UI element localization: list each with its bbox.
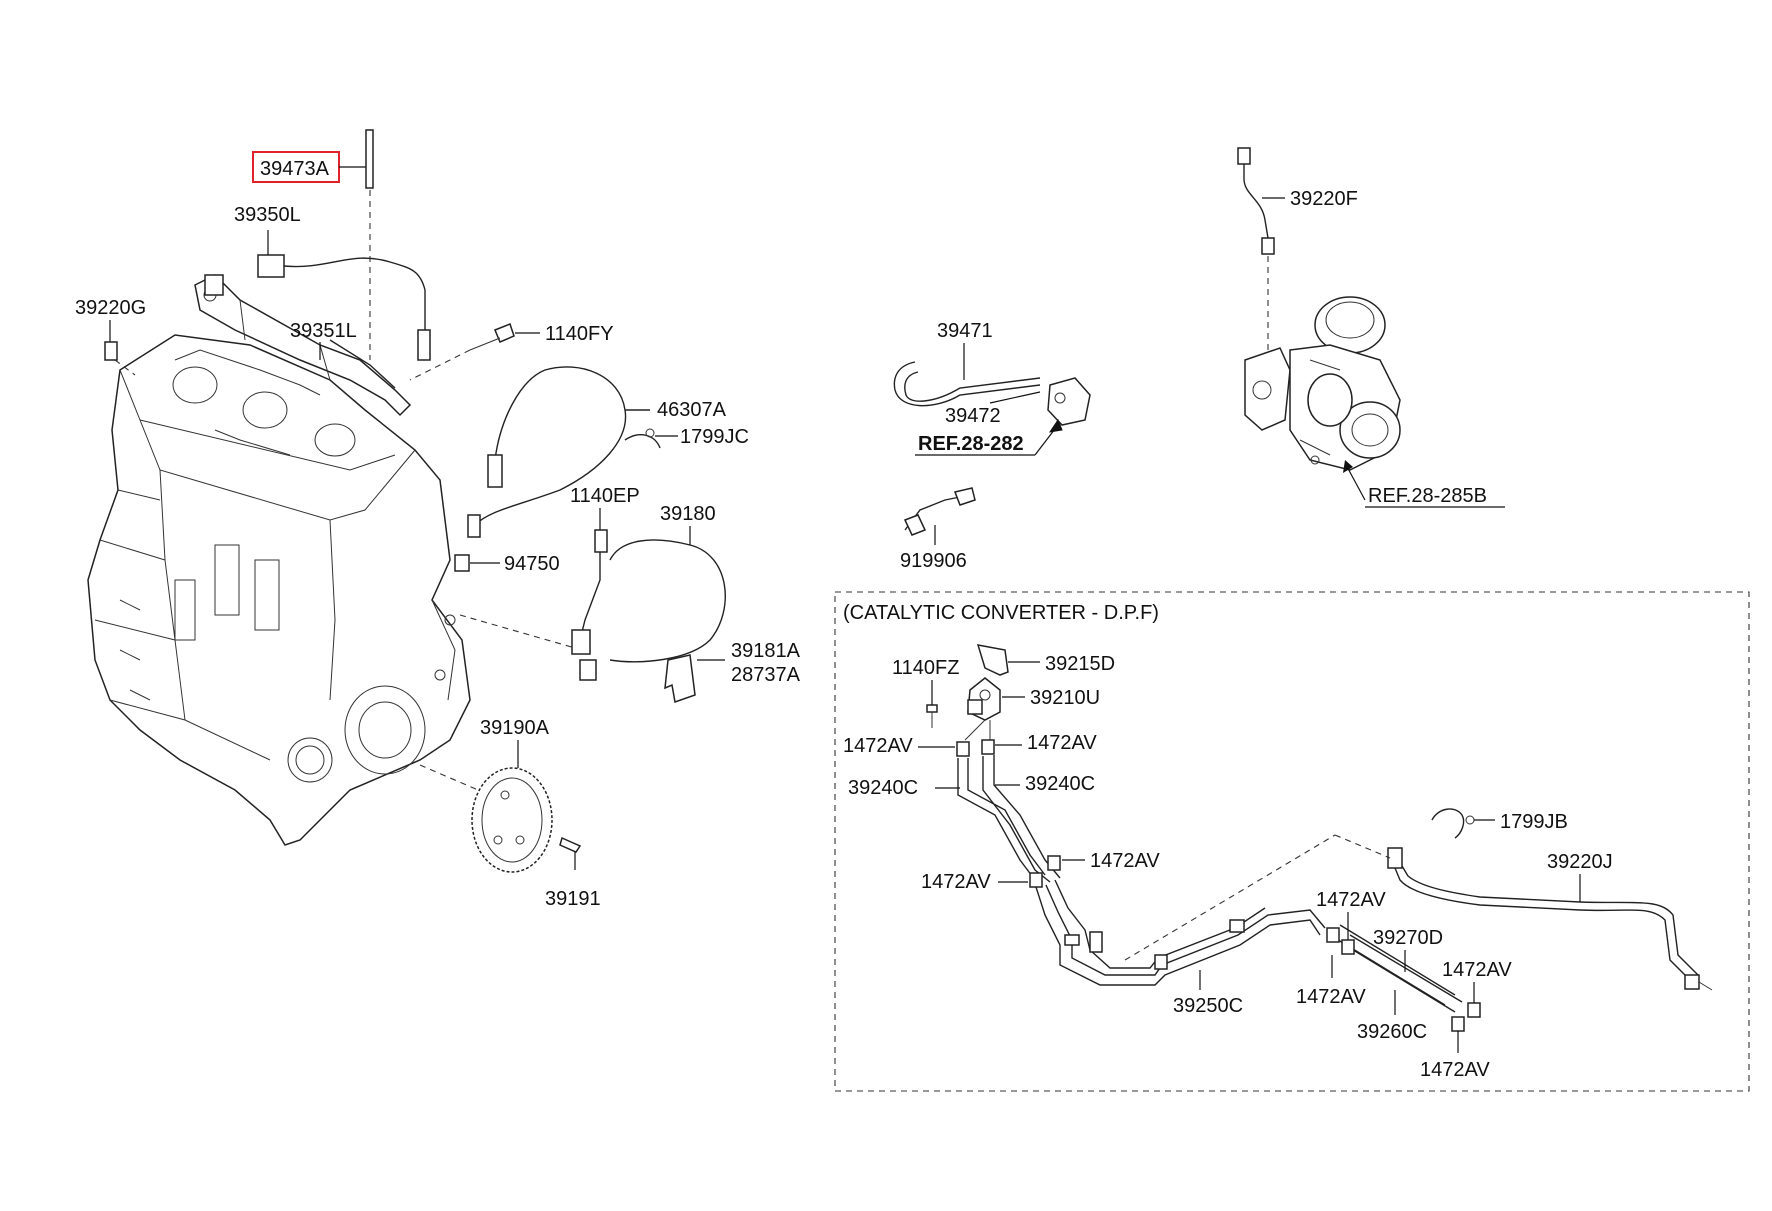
sensor-39180 <box>459 529 726 681</box>
clip-919906 <box>903 487 976 536</box>
label-39270D[interactable]: 39270D <box>1373 927 1443 949</box>
label-1140FZ[interactable]: 1140FZ <box>892 657 959 679</box>
label-1472AV-h[interactable]: 1472AV <box>1420 1059 1490 1081</box>
label-1140EP[interactable]: 1140EP <box>570 485 640 507</box>
label-46307A[interactable]: 46307A <box>657 399 727 421</box>
label-39210U[interactable]: 39210U <box>1030 687 1100 709</box>
label-39472[interactable]: 39472 <box>945 405 1001 427</box>
label-39181A[interactable]: 39181A <box>731 640 801 662</box>
label-39471[interactable]: 39471 <box>937 320 993 342</box>
label-1472AV-a[interactable]: 1472AV <box>843 735 913 757</box>
ref-28-285B[interactable]: REF.28-285B <box>1368 485 1487 507</box>
label-39220G[interactable]: 39220G <box>75 297 146 319</box>
clamp-1472AV-a <box>956 741 970 757</box>
label-1472AV-b[interactable]: 1472AV <box>1027 732 1097 754</box>
part-39473A-group[interactable]: 39473A <box>252 129 374 360</box>
turbocharger-illustration <box>1244 296 1401 471</box>
harness-39351L-illustration <box>194 230 431 417</box>
label-39190A[interactable]: 39190A <box>480 717 550 739</box>
label-39215D[interactable]: 39215D <box>1045 653 1115 675</box>
label-39260C[interactable]: 39260C <box>1357 1021 1427 1043</box>
label-94750[interactable]: 94750 <box>504 553 560 575</box>
hoses-39270D-39260C <box>1326 924 1481 1032</box>
label-1472AV-g[interactable]: 1472AV <box>1296 986 1366 1008</box>
bracket-39181A <box>664 654 696 703</box>
label-39350L[interactable]: 39350L <box>234 204 301 226</box>
label-919906[interactable]: 919906 <box>900 550 967 572</box>
engine-block-illustration <box>87 334 471 846</box>
label-39240C-a[interactable]: 39240C <box>848 777 918 799</box>
label-1472AV-f[interactable]: 1472AV <box>1442 959 1512 981</box>
bolt-1140FY <box>409 323 515 381</box>
label-39250C[interactable]: 39250C <box>1173 995 1243 1017</box>
label-1472AV-d[interactable]: 1472AV <box>921 871 991 893</box>
label-39220J[interactable]: 39220J <box>1547 851 1613 873</box>
label-39351L[interactable]: 39351L <box>290 320 357 342</box>
pipes-39250C <box>1035 879 1326 986</box>
label-1799JC[interactable]: 1799JC <box>680 426 749 448</box>
dpf-section-box <box>834 591 1750 1092</box>
label-28737A[interactable]: 28737A <box>731 664 801 686</box>
tone-wheel-39190A <box>419 764 553 873</box>
label-39473A[interactable]: 39473A <box>260 158 330 180</box>
pipe-39471 <box>893 361 1091 426</box>
label-1140FY[interactable]: 1140FY <box>545 323 614 345</box>
label-1472AV-c[interactable]: 1472AV <box>1090 850 1160 872</box>
ref-28-282[interactable]: REF.28-282 <box>918 433 1024 455</box>
sensor-cable-46307A <box>467 366 661 538</box>
sensor-39350L-body <box>257 254 285 278</box>
clip-1799JB <box>1431 808 1465 839</box>
sensor-39220F <box>1237 147 1275 360</box>
sensor-39220J <box>1387 847 1713 991</box>
label-39180[interactable]: 39180 <box>660 503 716 525</box>
dpf-section-title: (CATALYTIC CONVERTER - D.P.F) <box>843 602 1159 624</box>
label-1472AV-e[interactable]: 1472AV <box>1316 889 1386 911</box>
clamp-1472AV-d <box>1029 872 1043 888</box>
clamp-1472AV-c <box>1047 855 1061 871</box>
label-39220F[interactable]: 39220F <box>1290 188 1358 210</box>
label-39191[interactable]: 39191 <box>545 888 601 910</box>
clamp-1472AV-b <box>981 739 995 755</box>
sensor-rod-39473A <box>365 129 374 189</box>
sensor-39220G <box>104 341 118 361</box>
sensor-39210U <box>926 644 1009 741</box>
bolt-39191 <box>559 836 582 853</box>
label-1799JB[interactable]: 1799JB <box>1500 811 1568 833</box>
switch-94750 <box>454 554 470 572</box>
label-39240C-b[interactable]: 39240C <box>1025 773 1095 795</box>
